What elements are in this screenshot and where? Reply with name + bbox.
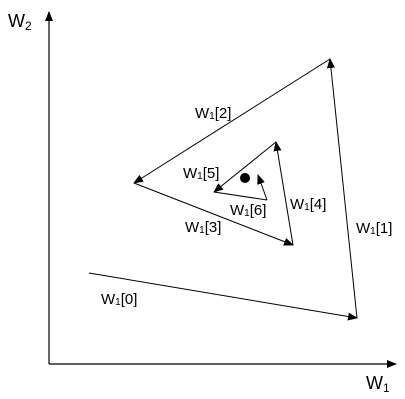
segment-label-1: W1[1] — [356, 220, 392, 237]
segment-label-2: W1[2] — [195, 105, 231, 122]
segment-label-5: W1[5] — [183, 165, 219, 182]
segment-6-arrow — [213, 191, 268, 201]
x-axis-label: W1 — [366, 373, 390, 395]
segment-3-arrow — [133, 182, 294, 246]
segment-label-4: W1[4] — [290, 196, 326, 213]
segment-1-arrow — [326, 58, 358, 319]
segment-7-arrow — [257, 174, 268, 201]
optimum-point — [240, 173, 250, 183]
segment-label-0: W1[0] — [101, 291, 137, 308]
segment-label-6: W1[6] — [230, 202, 266, 219]
segment-0-arrow — [88, 272, 358, 321]
segment-2-arrow — [133, 58, 331, 184]
segment-4-arrow — [273, 141, 294, 246]
segment-5-arrow — [213, 141, 277, 193]
y-axis-label: W2 — [8, 11, 32, 33]
segment-label-3: W1[3] — [185, 219, 221, 236]
